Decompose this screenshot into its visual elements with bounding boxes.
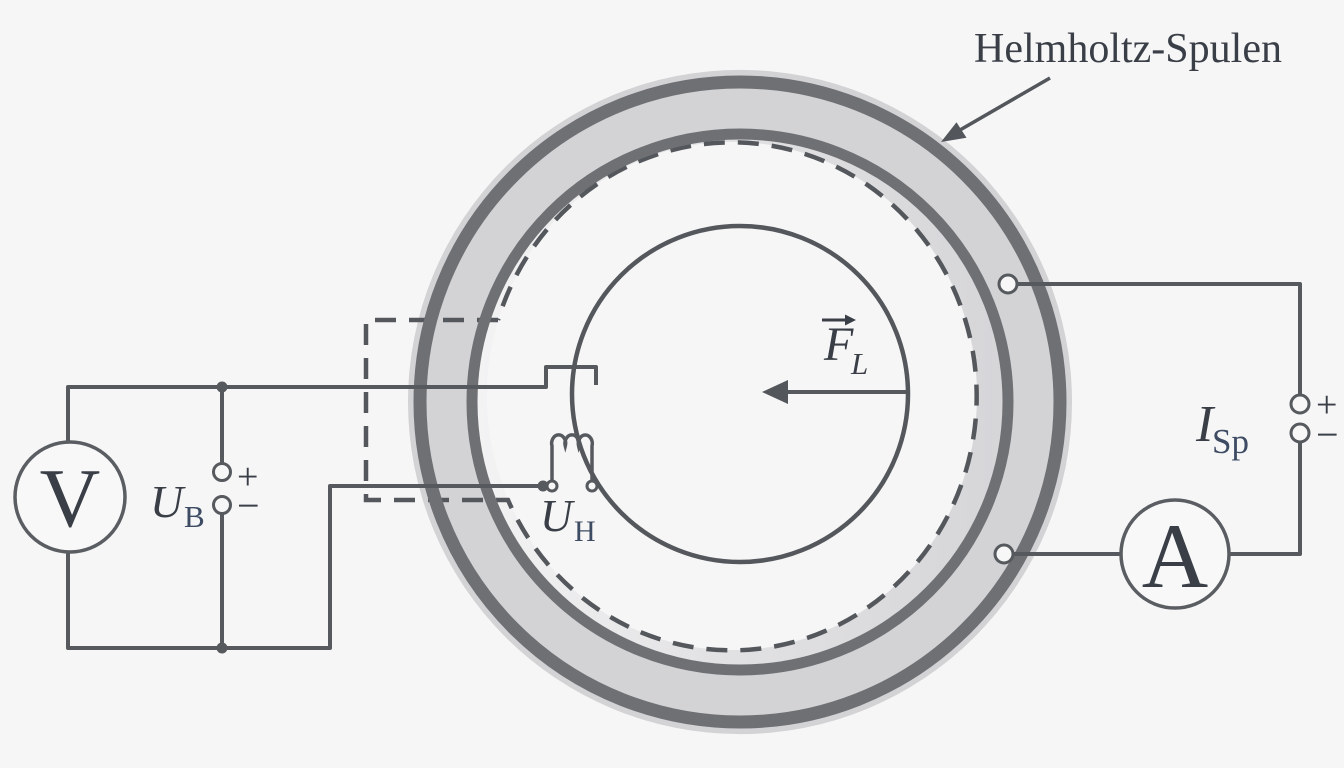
battery-left-plus-sign: +: [237, 456, 258, 498]
battery-right-plus-sign: +: [1316, 384, 1337, 426]
wire-voltmeter-bottom-to-hall-element: [66, 484, 543, 650]
label-lorentz-force: F L: [822, 314, 868, 381]
hall-element-terminal-left: [545, 479, 559, 493]
lorentz-force-arrow: [762, 380, 906, 404]
wire-coil-top-to-battery-right: [1017, 282, 1302, 395]
wire-voltmeter-to-hall-probe: [66, 365, 598, 443]
coil-terminal-bottom: [993, 543, 1015, 565]
title-helmholtz-spulen: Helmholtz-Spulen: [974, 26, 1282, 72]
hall-element-terminal-right: [585, 479, 599, 493]
supply-voltage-subscript: B: [184, 499, 205, 534]
battery-left-minus-sign: −: [237, 483, 260, 528]
battery-left-terminal-plus: [212, 462, 232, 482]
battery-right-terminal-plus: [1289, 393, 1311, 415]
lorentz-force-subscript: L: [850, 346, 868, 381]
voltmeter-label: V: [40, 452, 101, 545]
supply-voltage-symbol: U: [150, 476, 186, 527]
inner-circle: [569, 223, 911, 565]
battery-left-terminal-minus: [212, 495, 232, 515]
coil-terminal-top: [997, 273, 1019, 295]
helmholtz-pointer-arrow: [941, 76, 1051, 142]
hall-voltage-subscript: H: [574, 515, 596, 548]
label-coil-current: I Sp: [1195, 396, 1249, 461]
hall-voltage-symbol: U: [540, 491, 575, 541]
junction-dot-bottom-left: [216, 642, 228, 654]
label-hall-voltage: U H: [540, 491, 596, 548]
lorentz-force-symbol: F: [823, 318, 854, 371]
field-region-dashed-outline: [363, 140, 979, 653]
junction-dot-hall-element: [537, 480, 549, 492]
junction-dot-top-left: [216, 381, 228, 393]
coil-outer-ring: [413, 75, 1067, 729]
voltmeter-circle: [13, 440, 127, 554]
hall-element: [545, 433, 599, 493]
battery-right-terminal-minus: [1289, 422, 1311, 444]
battery-right-minus-sign: −: [1316, 412, 1339, 457]
ammeter-label: A: [1142, 505, 1208, 607]
coil-current-symbol: I: [1195, 396, 1216, 453]
wire-battery-right-to-ammeter: [1229, 443, 1302, 556]
coil-inner-ring: [466, 128, 1014, 676]
vector-arrow-head: [845, 314, 856, 326]
ammeter-circle: [1119, 498, 1231, 610]
label-supply-voltage: U B: [150, 476, 205, 534]
hall-element-coil-symbol: [549, 433, 595, 480]
coil-current-subscript: Sp: [1212, 422, 1249, 461]
